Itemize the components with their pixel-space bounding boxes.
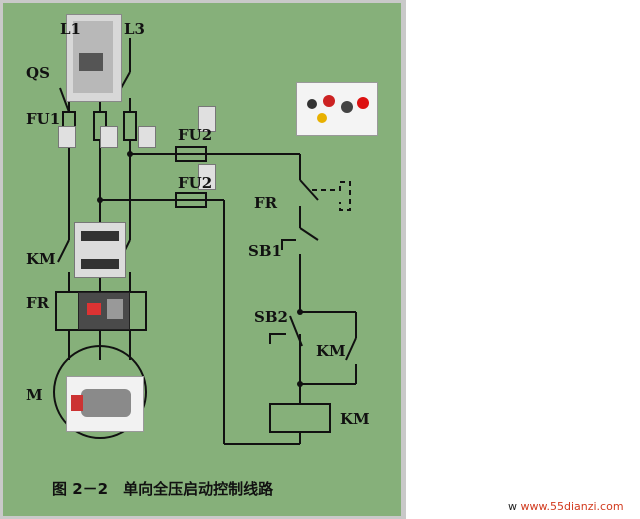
label-l1: L1	[60, 20, 81, 38]
watermark: w www.55dianzi.com	[508, 500, 624, 513]
pushbuttons-photo	[296, 82, 378, 136]
fr-linkage	[312, 181, 351, 211]
watermark-url: www.55dianzi.com	[520, 500, 624, 513]
label-fu1: FU1	[26, 110, 61, 128]
label-qs: QS	[26, 64, 50, 82]
fuse-photo	[198, 106, 216, 132]
fr-contact	[299, 179, 319, 201]
fuse-photo	[138, 126, 156, 148]
fuse-fu1-c	[123, 111, 137, 141]
label-sb2: SB2	[254, 308, 288, 326]
label-fr-main: FR	[26, 294, 50, 312]
watermark-prefix: w	[508, 500, 517, 513]
junction-dots	[97, 151, 303, 387]
label-fr-contact: FR	[254, 194, 278, 212]
label-fu2-bottom: FU2	[178, 174, 213, 192]
motor-photo	[66, 376, 144, 432]
label-m: M	[26, 386, 43, 404]
label-l3: L3	[124, 20, 145, 38]
fuse-fu2-bottom	[175, 192, 207, 208]
motor-symbol	[53, 345, 147, 439]
sb2-button	[269, 333, 286, 344]
label-sb1: SB1	[248, 242, 282, 260]
contactor-photo	[74, 222, 126, 278]
label-km-coil: KM	[340, 410, 370, 428]
sb1-button	[281, 239, 296, 250]
fuse-photo	[58, 126, 76, 148]
sb2-contact	[289, 315, 303, 347]
fuse-photo	[100, 126, 118, 148]
circuit-breaker-photo	[66, 14, 122, 102]
sb1-contact	[299, 227, 319, 241]
label-fu2-top: FU2	[178, 126, 213, 144]
wiring-diagram	[53, 24, 357, 445]
label-km-aux: KM	[316, 342, 346, 360]
km-aux-contact	[345, 337, 357, 361]
figure-caption: 图 2－2 单向全压启动控制线路	[52, 480, 274, 498]
fuse-photo	[198, 164, 216, 190]
km-coil	[269, 403, 331, 433]
label-km-main: KM	[26, 250, 56, 268]
thermal-relay-photo	[78, 292, 130, 330]
fuse-fu2-top	[175, 146, 207, 162]
